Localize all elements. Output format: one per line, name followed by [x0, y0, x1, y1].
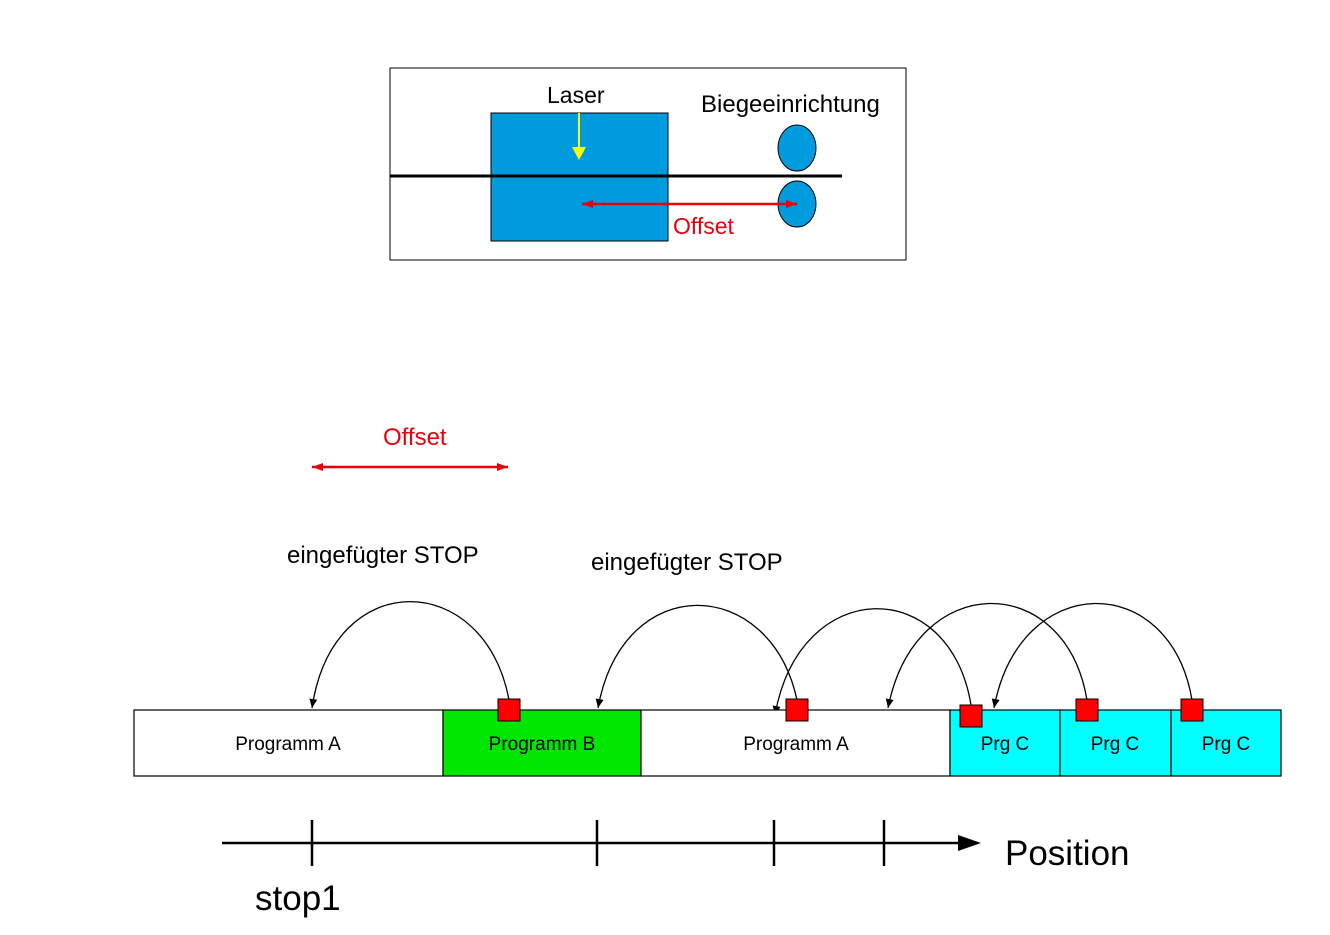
position-axis: Position stop1 [222, 820, 1130, 918]
axis-arrowhead [958, 835, 981, 851]
laser-beam-arrowhead [572, 147, 586, 160]
jump-arc [595, 604, 798, 709]
laser-label: Laser [547, 82, 605, 108]
timeline-offset-label: Offset [383, 424, 447, 451]
stop-marker [785, 698, 809, 722]
stop-marker [959, 704, 983, 728]
segment-program-b [442, 709, 642, 777]
stop1-label: stop1 [255, 879, 341, 918]
machine-schematic: Laser Biegeeinrichtung Offset [389, 67, 907, 261]
segment-row: Programm A Programm B Programm A Prg C P… [133, 709, 1282, 777]
inserted-stop-label-1: eingefügter STOP [287, 542, 479, 569]
jump-arc [991, 602, 1193, 709]
stop-marker [1180, 698, 1204, 722]
stop-markers [497, 698, 1204, 728]
jump-arc [309, 601, 510, 709]
stop-marker [1075, 698, 1099, 722]
segment-label: Programm B [489, 734, 596, 755]
stop-marker [497, 698, 521, 722]
segment-label: Programm A [235, 734, 341, 755]
jump-arc [885, 602, 1088, 709]
segment-label: Programm A [743, 734, 849, 755]
segment-label: Prg C [1091, 734, 1140, 755]
jump-arcs [309, 601, 1193, 716]
jump-arc [772, 608, 972, 716]
axis-label: Position [1005, 834, 1130, 873]
segment-label: Prg C [981, 734, 1030, 755]
inserted-stop-label-2: eingefügter STOP [591, 549, 783, 576]
bending-roll-top [777, 124, 817, 172]
bender-label: Biegeeinrichtung [701, 91, 880, 118]
program-timeline: Offset eingefügter STOP eingefügter STOP… [133, 424, 1282, 918]
machine-offset-label: Offset [673, 213, 735, 239]
segment-label: Prg C [1202, 734, 1251, 755]
segment-program-a-1 [133, 709, 444, 777]
